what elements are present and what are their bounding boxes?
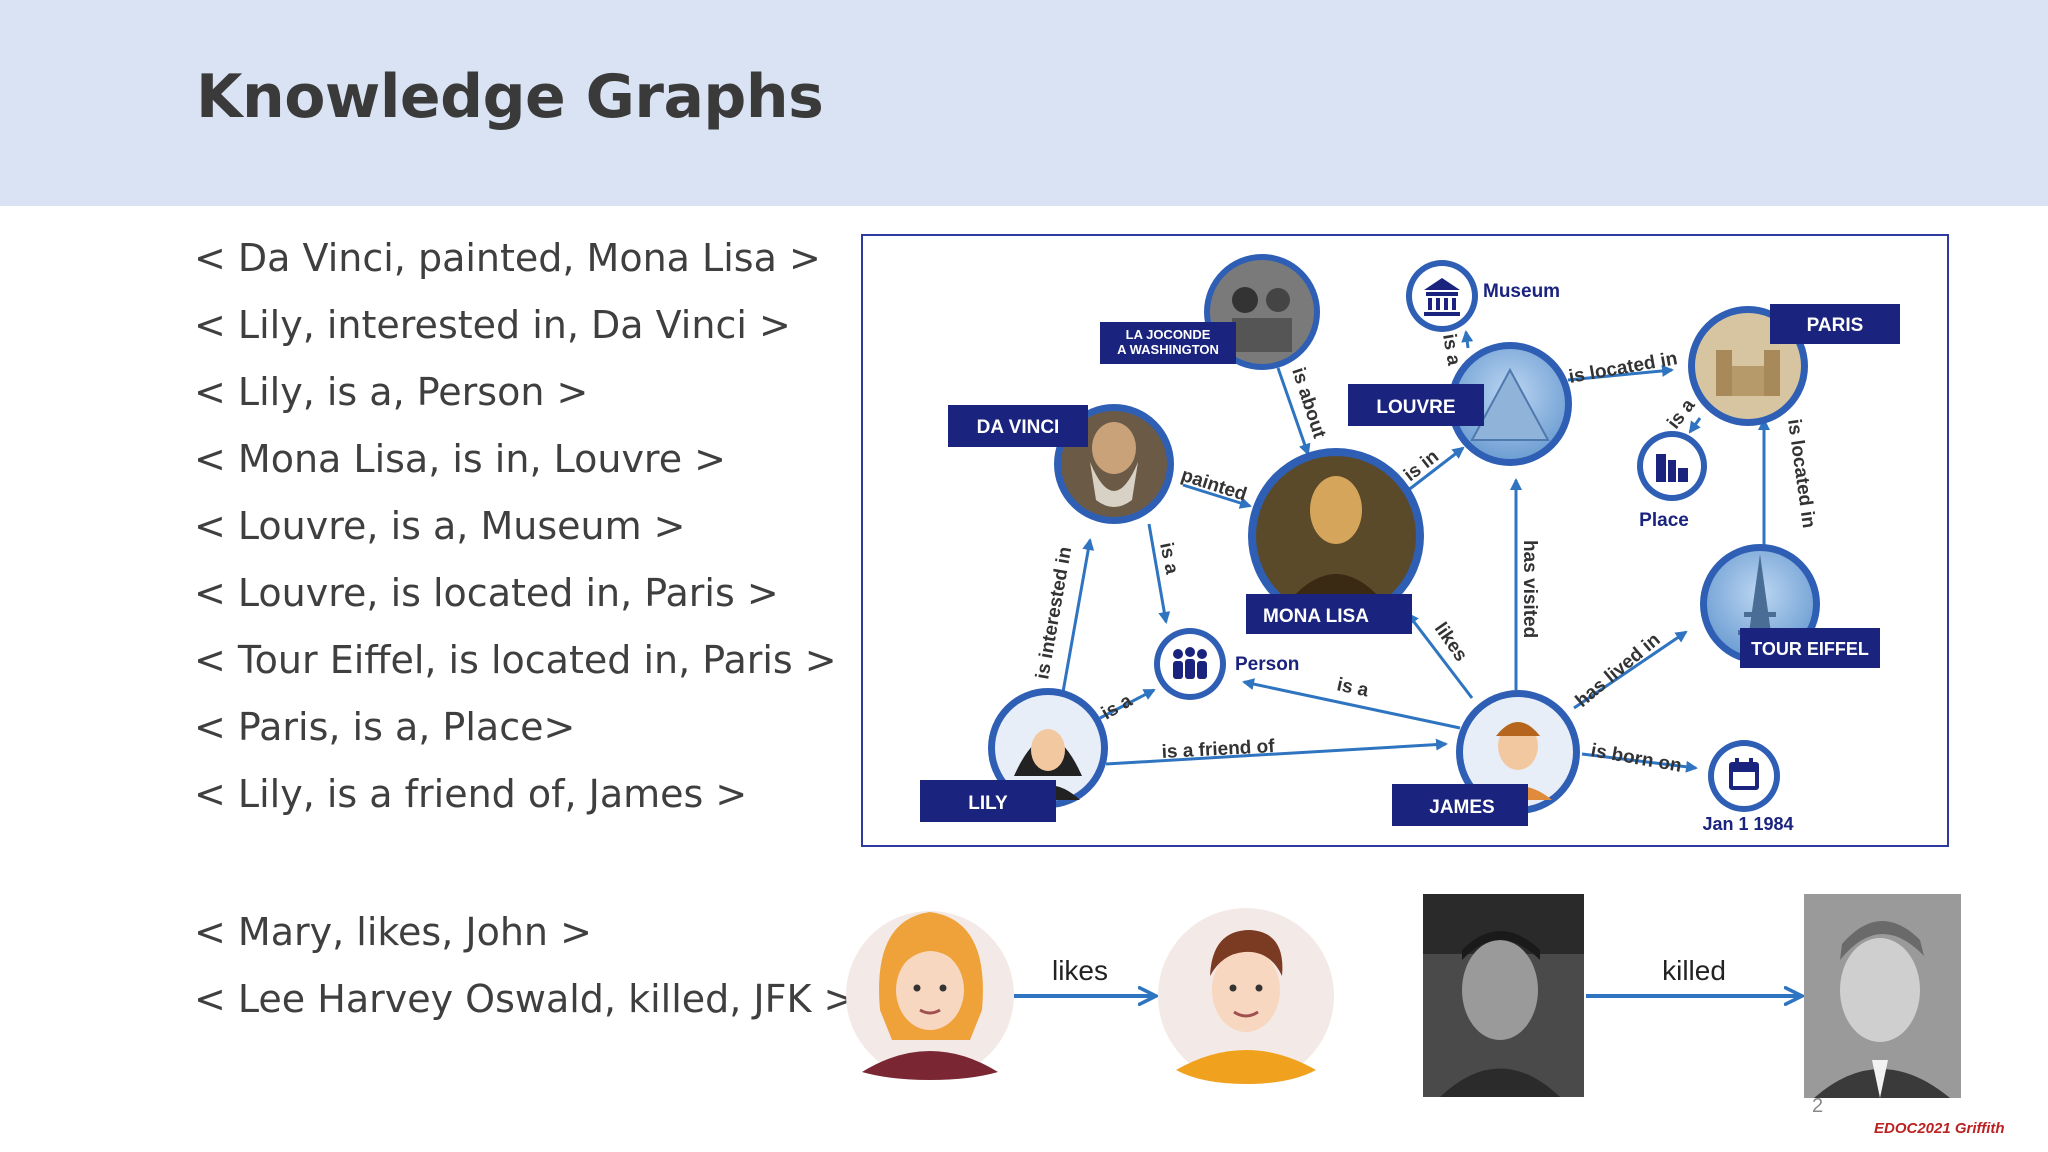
edge-born-on (1581, 752, 1698, 773)
edge-louvre-is-a (1461, 330, 1474, 349)
watermark: EDOC2021 Griffith (1874, 1120, 2005, 1137)
triple-6: < Tour Eiffel, is located in, Paris > (194, 638, 837, 682)
triple-2: < Lily, is a, Person > (194, 370, 589, 414)
mary-avatar (846, 911, 1014, 1080)
node-paris: PARIS (1688, 304, 1900, 426)
node-person: Person (1154, 628, 1299, 700)
davinci-label: DA VINCI (977, 417, 1060, 438)
triple-3: < Mona Lisa, is in, Louvre > (194, 437, 727, 481)
place-label: Place (1639, 510, 1689, 531)
slide-number: 2 (1812, 1095, 1824, 1117)
edge-james-is-a (1242, 678, 1461, 730)
triple-oswald: < Lee Harvey Oswald, killed, JFK > (194, 977, 856, 1021)
lily-label: LILY (968, 793, 1008, 814)
triple-4: < Louvre, is a, Museum > (194, 504, 686, 548)
edge-lily-is-a (1099, 688, 1156, 720)
edge-has-lived-in (1573, 630, 1688, 710)
joconde-label-1: LA JOCONDE (1126, 327, 1211, 342)
triple-5: < Louvre, is located in, Paris > (194, 571, 779, 615)
edge-louvre-located-in (1567, 364, 1674, 382)
oswald-photo (1423, 894, 1584, 1097)
museum-icon (1424, 278, 1460, 316)
person-label: Person (1235, 654, 1299, 675)
edge-paris-is-a (1688, 417, 1702, 434)
title-banner (0, 0, 2048, 206)
killed-label: killed (1662, 955, 1726, 986)
people-icon (1173, 647, 1207, 679)
edge-is-about (1276, 367, 1311, 456)
triple-mary: < Mary, likes, John > (194, 910, 592, 954)
edge-painted (1182, 483, 1252, 509)
likes-label: likes (1052, 955, 1108, 986)
node-monalisa: MONA LISA (1246, 448, 1424, 634)
node-joconde: LA JOCONDE A WASHINGTON (1100, 254, 1320, 370)
slide-title: Knowledge Graphs (196, 62, 824, 132)
triple-8: < Lily, is a friend of, James > (194, 772, 748, 816)
triple-1: < Lily, interested in, Da Vinci > (194, 303, 791, 347)
label-has-visited: has visited (1519, 540, 1540, 638)
louvre-label: LOUVRE (1376, 397, 1455, 418)
node-museum: Museum (1406, 260, 1560, 332)
edge-davinci-is-a (1147, 523, 1171, 624)
museum-label: Museum (1483, 281, 1560, 302)
node-date: Jan 1 1984 (1702, 740, 1794, 834)
triple-0: < Da Vinci, painted, Mona Lisa > (194, 236, 821, 280)
edge-interested-in (1061, 538, 1095, 693)
node-place: Place (1637, 431, 1707, 531)
paris-label: PARIS (1807, 315, 1864, 336)
edge-likes (1406, 612, 1474, 699)
buildings-icon (1656, 454, 1688, 482)
james-label: JAMES (1429, 797, 1494, 818)
node-james: JAMES (1392, 690, 1580, 826)
date-label: Jan 1 1984 (1702, 814, 1793, 834)
node-louvre: LOUVRE (1348, 342, 1572, 466)
joconde-label-2: A WASHINGTON (1117, 342, 1219, 357)
john-avatar (1158, 908, 1334, 1084)
monalisa-label: MONA LISA (1263, 606, 1369, 627)
eiffel-label: TOUR EIFFEL (1751, 639, 1869, 659)
triple-7: < Paris, is a, Place> (194, 705, 576, 749)
jfk-photo (1804, 894, 1961, 1098)
node-davinci: DA VINCI (948, 404, 1174, 524)
calendar-icon (1729, 758, 1759, 790)
node-eiffel: TOUR EIFFEL (1700, 544, 1880, 668)
node-lily: LILY (920, 688, 1108, 822)
edge-friend-of (1105, 738, 1448, 766)
